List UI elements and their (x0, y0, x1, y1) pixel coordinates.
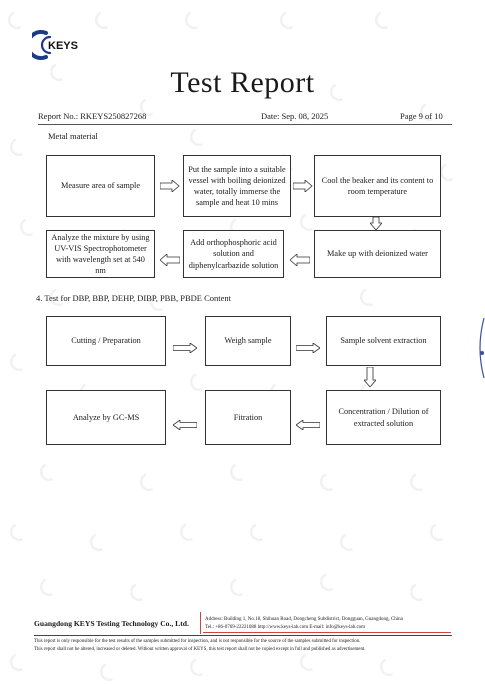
watermark-logo (320, 573, 334, 592)
flow-step-5-filtration: Fitration (205, 390, 291, 445)
watermark-logo (230, 463, 244, 482)
watermark-logo (430, 523, 444, 542)
arrow-left-icon (173, 420, 197, 430)
arrow-left-icon (296, 420, 320, 430)
watermark-logo (380, 658, 394, 677)
watermark-logo (410, 583, 424, 602)
flow-step-3-cool: Cool the beaker and its content to room … (314, 155, 441, 217)
footer-red-rule (203, 632, 451, 633)
watermark-logo (10, 353, 24, 372)
flow-step-1-measure: Measure area of sample (46, 155, 155, 217)
footer-contact: Tel.: +86-0769-22221088 http://www.keys-… (205, 625, 366, 630)
flow-step-5-add-reagent: Add orthophosphoric acid solution and di… (183, 230, 284, 278)
watermark-logo (375, 11, 389, 30)
watermark-logo (10, 138, 24, 157)
watermark-logo (280, 11, 294, 30)
report-date: Date: Sep. 08, 2025 (261, 111, 329, 121)
watermark-logo (40, 578, 54, 597)
flow-step-6-analyze-uv: Analyze the mixture by using UV-VIS Spec… (46, 230, 155, 278)
watermark-logo (95, 11, 109, 30)
watermark-logo (190, 658, 204, 677)
footer-separator (200, 612, 201, 634)
section-heading-phthalates: 4. Test for DBP, BBP, DEHP, DIBP, PBB, P… (36, 293, 232, 303)
watermark-logo (10, 653, 24, 672)
section-heading-metal: Metal material (48, 131, 98, 141)
watermark-logo (300, 653, 314, 672)
footer-divider (34, 635, 452, 636)
seal-stamp-fragment (479, 318, 485, 378)
flow-step-2-weigh: Weigh sample (205, 316, 291, 366)
watermark-logo (190, 128, 204, 147)
arrow-right-icon (160, 180, 180, 192)
logo-text: KEYS (48, 40, 78, 52)
watermark-logo (230, 578, 244, 597)
arrow-right-icon (173, 343, 197, 353)
footer-company-name: Guangdong KEYS Testing Technology Co., L… (34, 619, 189, 628)
flow-step-4-makeup: Make up with deionized water (314, 230, 441, 278)
watermark-logo (340, 533, 354, 552)
watermark-logo (90, 533, 104, 552)
flow-step-4-concentration: Concentration / Dilution of extracted so… (326, 390, 441, 445)
arrow-down-icon (370, 217, 382, 230)
watermark-logo (180, 523, 194, 542)
arrow-left-icon (160, 254, 180, 266)
arrow-down-icon (364, 367, 376, 387)
watermark-logo (185, 11, 199, 30)
watermark-logo (410, 473, 424, 492)
arrow-right-icon (296, 343, 320, 353)
flow-step-6-analyze-gcms: Analyze by GC-MS (46, 390, 166, 445)
flow-step-3-extraction: Sample solvent extraction (326, 316, 441, 366)
arrow-right-icon (293, 180, 313, 192)
watermark-logo (320, 473, 334, 492)
footer-address: Address: Building 1, No.18, Shihuan Road… (205, 617, 403, 622)
page-title: Test Report (170, 66, 315, 99)
footer-disclaimer-1: This report is only responsible for the … (34, 639, 361, 644)
arrow-left-icon (290, 254, 310, 266)
watermark-logo (100, 663, 114, 682)
watermark-logo (250, 523, 264, 542)
flow-step-1-cutting: Cutting / Preparation (46, 316, 166, 366)
watermark-logo (140, 473, 154, 492)
watermark-logo (8, 11, 22, 30)
keys-logo: KEYS (32, 30, 78, 60)
watermark-logo (10, 523, 24, 542)
footer-disclaimer-2: This report shall not be altered, increa… (34, 647, 366, 652)
watermark-logo (360, 288, 374, 307)
watermark-logo (190, 373, 204, 392)
header-divider (38, 124, 452, 125)
report-number: Report No.: RKEYS250827268 (38, 111, 147, 121)
flow-step-2-immerse: Put the sample into a suitable vessel wi… (183, 155, 291, 217)
watermark-logo (440, 163, 454, 182)
watermark-logo (130, 583, 144, 602)
page-number: Page 9 of 10 (400, 111, 443, 121)
watermark-logo (40, 463, 54, 482)
